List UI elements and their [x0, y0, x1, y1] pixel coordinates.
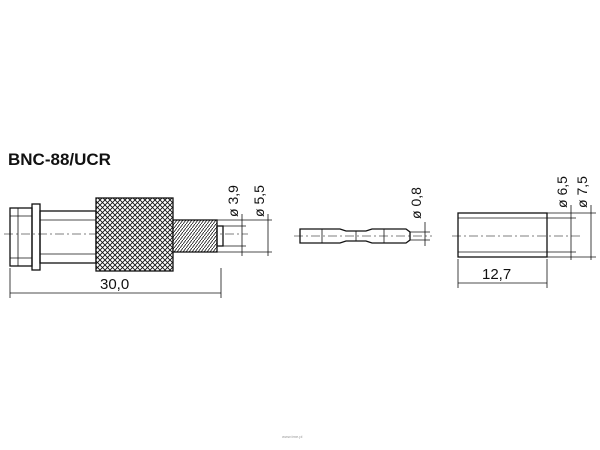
- drawing-title: BNC-88/UCR: [8, 150, 111, 169]
- dimension-sleeve-diameters: ø 6,5 ø 7,5: [547, 176, 596, 260]
- bnc-connector: [4, 197, 248, 272]
- center-contact: ø 0,8: [294, 187, 432, 246]
- sleeve-inner-diameter-label: ø 6,5: [554, 176, 570, 208]
- watermark: www.tme.pl: [282, 434, 303, 439]
- crimp-barrel: [172, 219, 218, 253]
- sleeve-length-label: 12,7: [482, 266, 511, 283]
- body-diameter-label: ø 5,5: [251, 185, 267, 217]
- pin-diameter-label: ø 3,9: [225, 185, 241, 217]
- length-label: 30,0: [100, 276, 129, 293]
- contact-diameter-label: ø 0,8: [408, 187, 424, 219]
- knurled-body: [95, 197, 174, 272]
- dimension-sleeve-length: 12,7: [457, 259, 548, 288]
- crimp-sleeve: [452, 212, 580, 258]
- bayonet-front: [9, 203, 97, 271]
- dimension-connector-length: 30,0: [9, 268, 222, 298]
- sleeve-outer-diameter-label: ø 7,5: [574, 176, 590, 208]
- pin-tip: [216, 225, 224, 247]
- dimension-connector-diameters: ø 3,9 ø 5,5: [217, 185, 272, 256]
